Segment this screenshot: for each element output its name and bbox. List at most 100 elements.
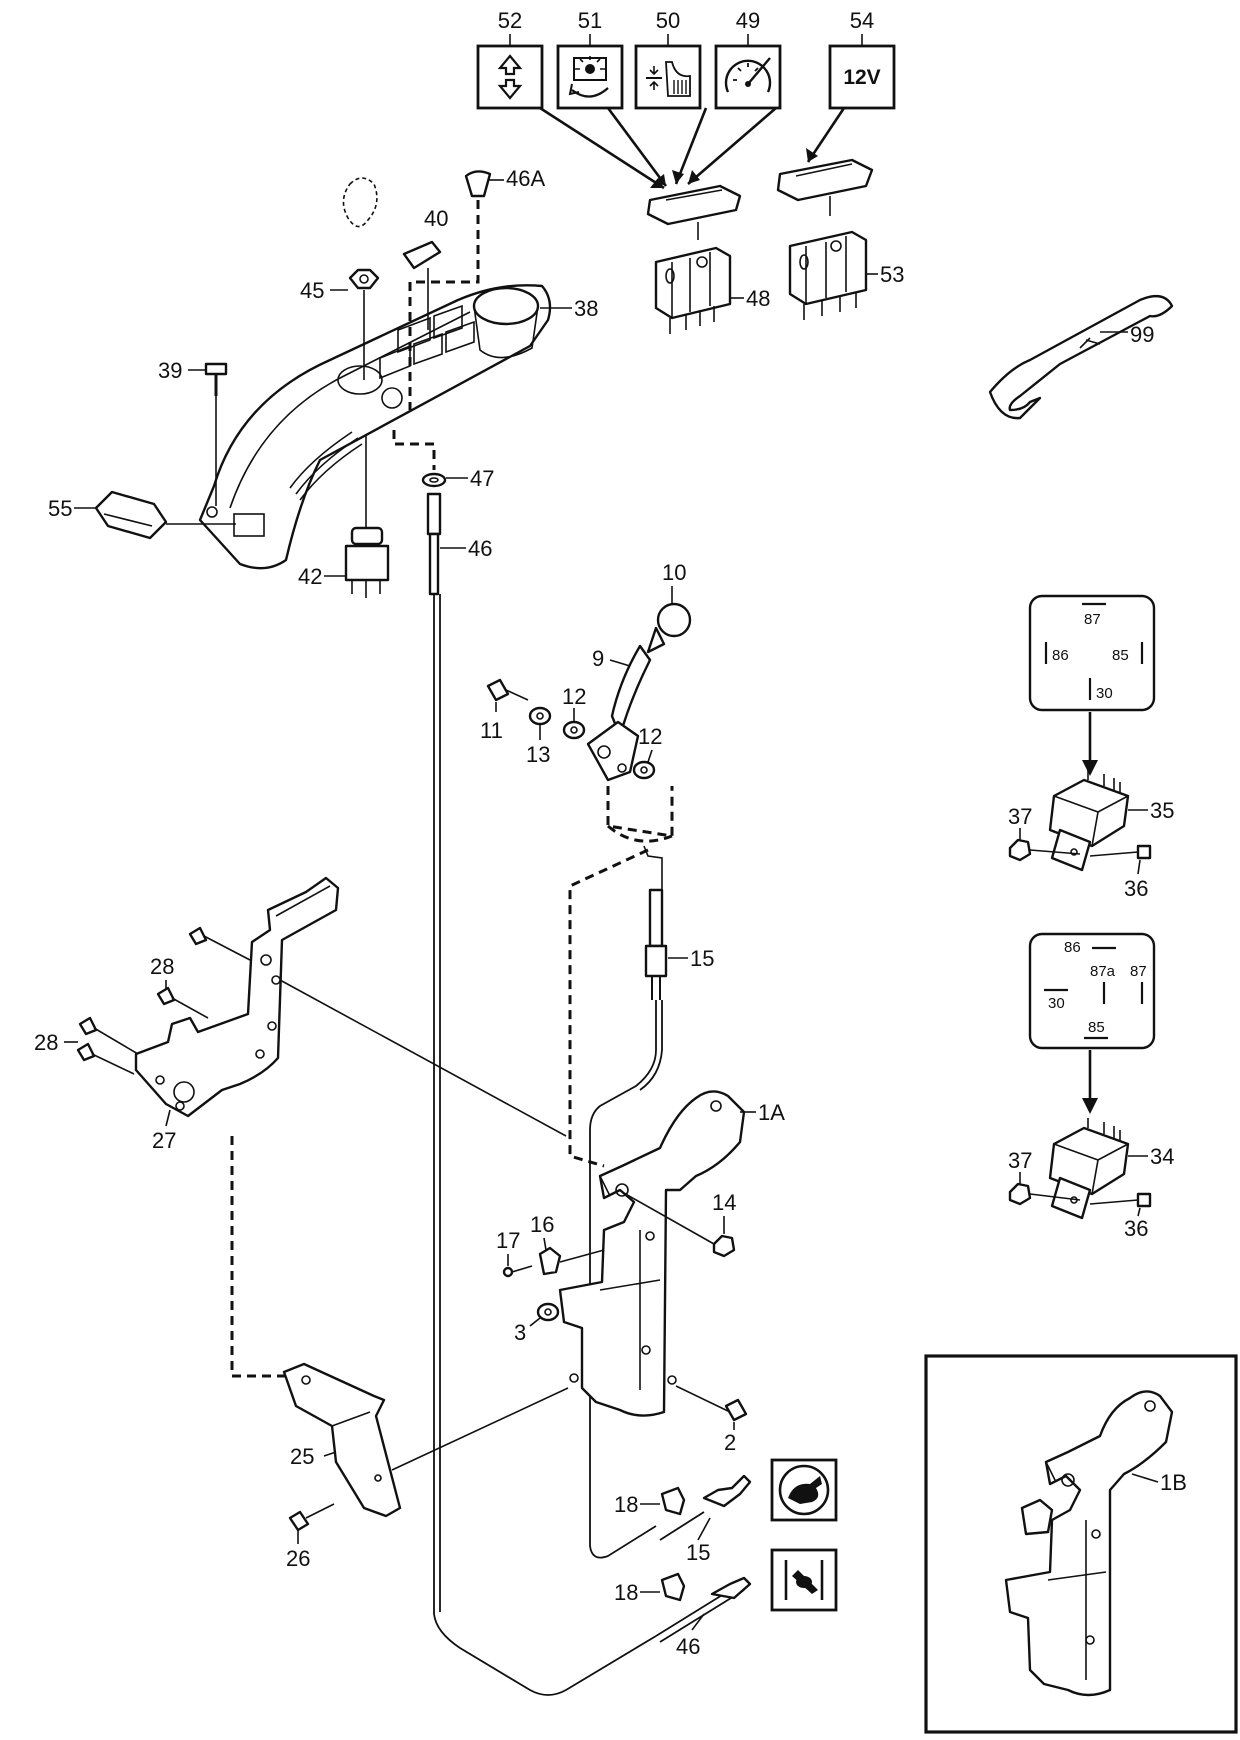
nut-37-b: 37 — [1008, 1148, 1081, 1206]
label-3: 3 — [514, 1320, 526, 1345]
nut-37-a: 37 — [1008, 804, 1081, 862]
label-52: 52 — [498, 8, 522, 33]
switch-icon-boxes: 52 51 50 49 54 — [476, 8, 896, 190]
cable-46-lower: 46 — [655, 1576, 752, 1659]
relay2-pin-85: 85 — [1088, 1019, 1105, 1036]
bolt-36-b: 36 — [1089, 1192, 1152, 1241]
relay2-pin-87: 87 — [1130, 963, 1147, 980]
label-12-b: 12 — [638, 724, 662, 749]
up-down-arrows-icon — [476, 44, 544, 110]
label-37-b: 37 — [1008, 1148, 1032, 1173]
bolt-28-bottom: 28 — [34, 1016, 139, 1075]
label-38: 38 — [574, 296, 598, 321]
rocker-switch-53: 53 — [776, 158, 904, 320]
turtle-icon — [770, 1548, 838, 1612]
inset-bracket-1b: 1B — [924, 1354, 1238, 1734]
label-35: 35 — [1150, 798, 1174, 823]
blanking-plug-40: 40 — [402, 206, 448, 330]
washer-47: 47 — [392, 430, 494, 491]
label-18-b: 18 — [614, 1580, 638, 1605]
label-15-upper: 15 — [690, 946, 714, 971]
label-46a: 46A — [506, 166, 545, 191]
label-49: 49 — [736, 8, 760, 33]
label-39: 39 — [158, 358, 182, 383]
cable-46-routing — [433, 594, 657, 1696]
label-53: 53 — [880, 262, 904, 287]
label-48: 48 — [746, 286, 770, 311]
washer-13: 13 — [526, 706, 552, 767]
cable-15-upper: 15 — [644, 880, 714, 1000]
bracket-1a: 1A — [558, 1090, 785, 1417]
label-18-a: 18 — [614, 1492, 638, 1517]
label-47: 47 — [470, 466, 494, 491]
label-28-a: 28 — [150, 954, 174, 979]
voltage-12v-icon: 12V — [828, 44, 896, 110]
bolt-28-top: 28 — [150, 926, 251, 1019]
relay1-pin-86: 86 — [1052, 647, 1069, 664]
label-25: 25 — [290, 1444, 314, 1469]
relay1-pin-30: 30 — [1096, 685, 1113, 702]
rabbit-icon — [770, 1458, 838, 1522]
clip-18-a: 18 — [614, 1486, 686, 1517]
label-27: 27 — [152, 1128, 176, 1153]
screw-17: 17 — [496, 1228, 533, 1278]
washer-12-b: 12 — [632, 724, 662, 780]
label-1b: 1B — [1160, 1470, 1187, 1495]
cable-15-lower: 15 — [659, 1474, 752, 1565]
relay-35: 35 — [1048, 770, 1174, 872]
label-9: 9 — [592, 646, 604, 671]
bracket-25: 25 — [282, 1362, 569, 1518]
label-1a: 1A — [758, 1100, 785, 1125]
label-10: 10 — [662, 560, 686, 585]
relay-34: 34 — [1048, 1118, 1174, 1220]
knob-46a: 46A — [408, 166, 545, 410]
label-34: 34 — [1150, 1144, 1174, 1169]
label-28-b: 28 — [34, 1030, 58, 1055]
label-13: 13 — [526, 742, 550, 767]
nut-14: 14 — [621, 1190, 736, 1258]
speedometer-icon — [714, 44, 782, 110]
label-11: 11 — [480, 718, 503, 743]
relay2-pin-87a: 87a — [1090, 963, 1116, 980]
bolt-26: 26 — [286, 1503, 335, 1571]
label-55: 55 — [48, 496, 72, 521]
screw-39: 39 — [158, 358, 228, 506]
relay-pinout-87a: 86 87a 87 30 85 — [1028, 932, 1156, 1114]
relay1-pin-85: 85 — [1112, 647, 1129, 664]
relay2-pin-30: 30 — [1048, 995, 1065, 1012]
rocker-switch-48: 48 — [646, 184, 770, 334]
nut-45: 45 — [300, 177, 380, 380]
cable-46-upper: 46 — [426, 492, 492, 596]
label-14: 14 — [712, 1190, 736, 1215]
label-2: 2 — [724, 1430, 736, 1455]
label-51: 51 — [578, 8, 602, 33]
label-12-a: 12 — [562, 684, 586, 709]
label-54: 54 — [850, 8, 874, 33]
label-46-upper: 46 — [468, 536, 492, 561]
relay2-pin-86: 86 — [1064, 939, 1081, 956]
label-50: 50 — [656, 8, 680, 33]
label-15-lower: 15 — [686, 1540, 710, 1565]
washer-3: 3 — [514, 1302, 560, 1345]
relay-pinout-87: 87 86 85 30 — [1028, 594, 1156, 776]
bolt-36-a: 36 — [1089, 844, 1152, 901]
relay1-pin-87: 87 — [1084, 611, 1101, 628]
label-17: 17 — [496, 1228, 520, 1253]
removal-tool-99: 99 — [988, 294, 1174, 420]
console-panel-38: 38 — [198, 284, 598, 570]
label-99: 99 — [1130, 322, 1154, 347]
ignition-switch-42: 42 — [298, 434, 390, 598]
hydraulic-icon — [634, 44, 702, 110]
label-46-lower: 46 — [676, 1634, 700, 1659]
label-26: 26 — [286, 1546, 310, 1571]
label-16: 16 — [530, 1212, 554, 1237]
switch-55: 55 — [48, 490, 236, 540]
label-36-b: 36 — [1124, 1216, 1148, 1241]
label-37-a: 37 — [1008, 804, 1032, 829]
washer-12-a: 12 — [562, 684, 586, 740]
clip-18-b: 18 — [614, 1572, 686, 1605]
clip-16: 16 — [530, 1212, 605, 1276]
gear-lever-9: 10 9 — [586, 560, 692, 782]
label-45: 45 — [300, 278, 324, 303]
